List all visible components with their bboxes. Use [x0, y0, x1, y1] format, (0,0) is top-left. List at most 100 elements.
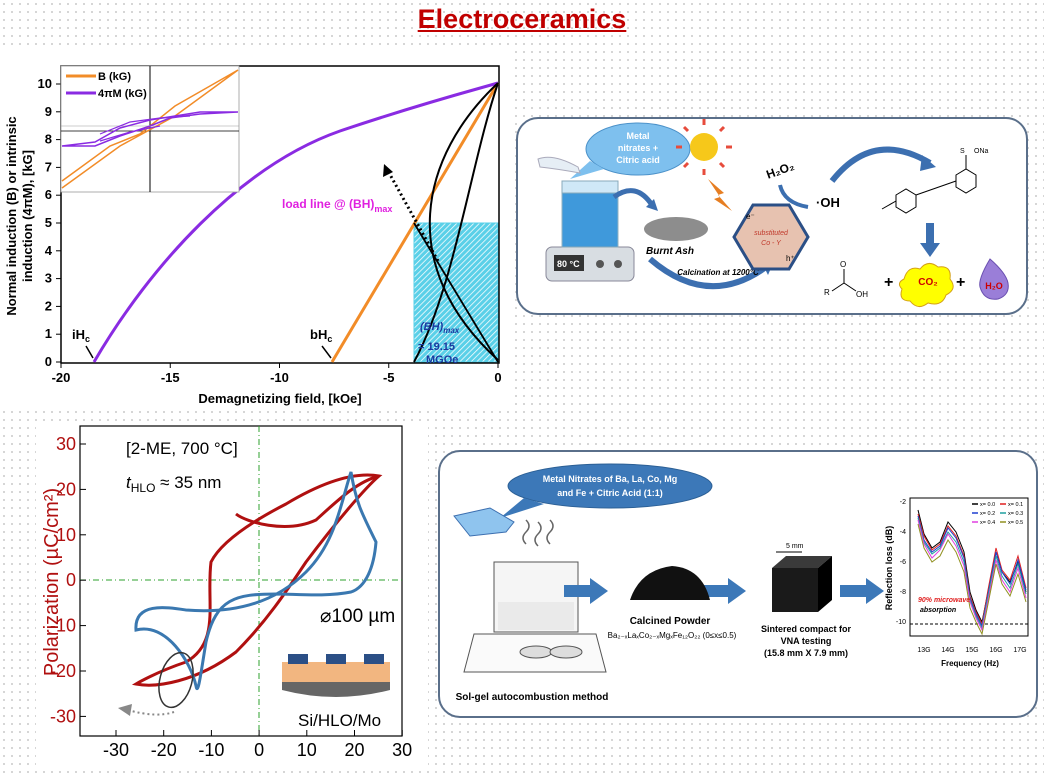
hydroxyl-label: ·OH	[816, 195, 840, 210]
x-tick-label: 0	[254, 740, 264, 760]
load-curve-2	[413, 82, 499, 363]
burnt-ash	[644, 217, 708, 241]
diameter-label: ⌀100 µm	[320, 606, 395, 627]
plus-1: +	[884, 274, 893, 291]
hex-label-2: Co - Y	[761, 240, 782, 247]
rl-legend-item: x= 0.2	[980, 511, 995, 517]
calcined-powder	[630, 566, 710, 600]
y-tick-label: 6	[45, 187, 52, 202]
rl-x-label: Frequency (Hz)	[941, 659, 999, 668]
ihc-label: iHc	[72, 327, 90, 344]
sol-gel-label: Sol-gel autocombustion method	[456, 692, 609, 703]
x-tick-label: -20	[151, 740, 177, 760]
y-axis-label-1: Normal induction (B) or intrinsic	[4, 116, 19, 315]
bhmax-unit: MGOe	[426, 354, 458, 366]
rl-legend-item: x= 0.5	[1008, 520, 1023, 526]
x-tick-label: 30	[392, 740, 412, 760]
y-tick-label: 30	[56, 434, 76, 454]
y-tick-label: -30	[50, 706, 76, 726]
calcined-label: Calcined Powder	[630, 616, 711, 627]
plot-frame	[79, 425, 403, 737]
microwave-panel: Metal Nitrates of Ba, La, Co, Mg and Fe …	[438, 450, 1038, 718]
rl-x-tick: 15G	[965, 647, 978, 654]
rl-y-label: Reflection loss (dB)	[884, 526, 894, 611]
x-tick-label: -10	[198, 740, 224, 760]
hex-label-1: substituted	[754, 230, 789, 237]
m-curve	[92, 81, 499, 363]
formula-label: Ba₂₋ₓLaₓCo₂₋ₓMgₓFe₁₂O₂₂ (0≤x≤0.5)	[608, 631, 737, 640]
b-curve	[330, 82, 500, 363]
photocatalysis-panel: Metal nitrates + Citric acid 80 °C Burnt…	[516, 117, 1028, 315]
y-axis-label-2: induction (4πM), [kG]	[20, 150, 35, 282]
y-tick-label: -20	[50, 661, 76, 681]
acid-oh: OH	[856, 290, 868, 299]
rl-legend-item: x= 0.4	[980, 520, 995, 526]
page-title: Electroceramics	[417, 4, 627, 34]
y-tick-label: 10	[56, 525, 76, 545]
rl-x-tick: 17G	[1013, 647, 1026, 654]
arrow-head	[383, 164, 393, 177]
rl-y-tick: -2	[900, 499, 906, 506]
rl-legend-item: x= 0.0	[980, 502, 995, 508]
x-tick-label: -30	[103, 740, 129, 760]
co2-label: CO₂	[918, 277, 937, 288]
calcination-label: Calcination at 1200°C	[677, 268, 759, 277]
load-curve-1	[428, 82, 499, 361]
y-tick-label: 1	[45, 326, 52, 341]
annotation-ellipse	[158, 651, 194, 709]
bhmax-label: (BH)max	[420, 321, 460, 335]
co2-cloud	[898, 263, 954, 307]
beaker	[561, 188, 619, 248]
acid-r: R	[824, 288, 830, 297]
rl-legend-item: x= 0.1	[1008, 502, 1023, 508]
y-tick-label: 4	[45, 243, 53, 258]
red-loop-upper	[235, 474, 380, 528]
rl-legend-item: x= 0.3	[1008, 511, 1023, 517]
blue-loop	[134, 471, 378, 690]
y-tick-label: 20	[56, 479, 76, 499]
sulfonate-label: S	[960, 148, 965, 155]
x-tick-label: 20	[344, 740, 364, 760]
hyperbola-line	[413, 222, 499, 363]
plus-2: +	[956, 274, 965, 291]
y-tick-label: 8	[45, 132, 52, 147]
water-drop	[979, 258, 1009, 300]
sintered-line-2: VNA testing	[781, 636, 832, 646]
bhc-label: bHc	[310, 327, 332, 344]
rl-y-tick: -10	[896, 619, 906, 626]
thickness-label: tHLO ≈ 35 nm	[126, 473, 221, 495]
legend-m: 4πM (kG)	[98, 88, 147, 100]
rl-y-tick: -6	[900, 559, 906, 566]
process-arrows	[564, 578, 884, 604]
header-label: [2-ME, 700 °C]	[126, 439, 238, 458]
microwave-diagram: Metal Nitrates of Ba, La, Co, Mg and Fe …	[453, 463, 1029, 703]
dye-molecule	[881, 155, 977, 214]
x-tick-label: -10	[270, 370, 289, 385]
y-tick-label: 10	[38, 76, 52, 91]
y-tick-label: 0	[66, 570, 76, 590]
h2o2-label: H₂O₂	[764, 159, 796, 182]
sintered-line-3: (15.8 mm X 7.9 mm)	[764, 648, 848, 658]
x-tick-label: -5	[383, 370, 395, 385]
legend-b: B (kG)	[98, 71, 131, 83]
rl-x-tick: 13G	[917, 647, 930, 654]
burnt-ash-label: Burnt Ash	[646, 246, 694, 257]
x-tick-label: -20	[52, 370, 71, 385]
h2o-label: H₂O	[985, 281, 1003, 291]
bubble-line-2: and Fe + Citric Acid (1:1)	[557, 488, 662, 498]
stack-label: Si/HLO/Mo	[298, 711, 381, 730]
sintered-line-1: Sintered compact for	[761, 624, 852, 634]
y-tick-label: 3	[45, 271, 52, 286]
y-tick-label: 9	[45, 104, 52, 119]
device-schematic	[282, 654, 390, 697]
load-line-label: load line @ (BH)max	[282, 197, 392, 214]
y-tick-label: 2	[45, 298, 52, 313]
size-label: 5 mm	[786, 543, 804, 550]
electron-label: e⁻	[746, 212, 755, 221]
y-axis-label: Polarization (µC/cm²)	[41, 488, 63, 676]
absorption-annotation-2: absorption	[920, 607, 956, 614]
y-tick-label: 5	[45, 215, 52, 230]
